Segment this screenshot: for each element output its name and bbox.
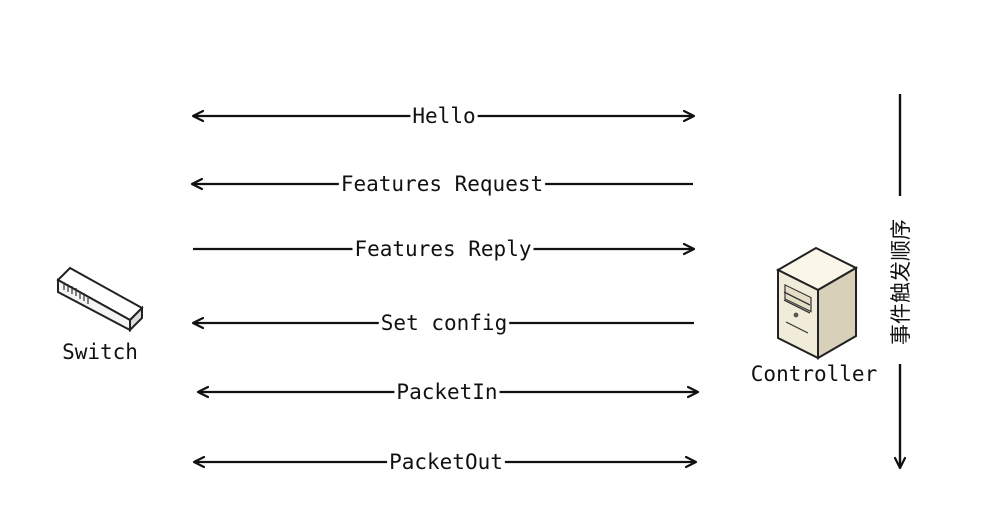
message-row: Features Request	[190, 172, 693, 196]
message-label-bg	[387, 458, 505, 466]
message-label-bg	[394, 388, 500, 396]
server-tower-icon	[775, 246, 859, 360]
timeline-label: 事件触发顺序	[889, 219, 913, 345]
message-label: PacketIn	[396, 380, 497, 404]
timeline-label-bg	[886, 196, 914, 364]
message-label: Set config	[381, 311, 507, 335]
switch-label: Switch	[62, 340, 138, 364]
controller-label: Controller	[751, 362, 877, 386]
message-label: Hello	[412, 104, 475, 128]
message-row: PacketIn	[196, 380, 700, 404]
message-label: Features Reply	[354, 237, 531, 261]
message-row: Hello	[191, 104, 696, 128]
message-row: PacketOut	[192, 450, 698, 474]
message-label-bg	[352, 245, 534, 253]
message-label-bg	[338, 180, 546, 188]
message-label-bg	[378, 319, 510, 327]
message-label-bg	[410, 112, 478, 120]
network-switch-icon	[56, 266, 144, 333]
message-row: Features Reply	[193, 237, 696, 261]
message-label: PacketOut	[389, 450, 503, 474]
message-row: Set config	[191, 311, 694, 335]
message-label: Features Request	[341, 172, 543, 196]
